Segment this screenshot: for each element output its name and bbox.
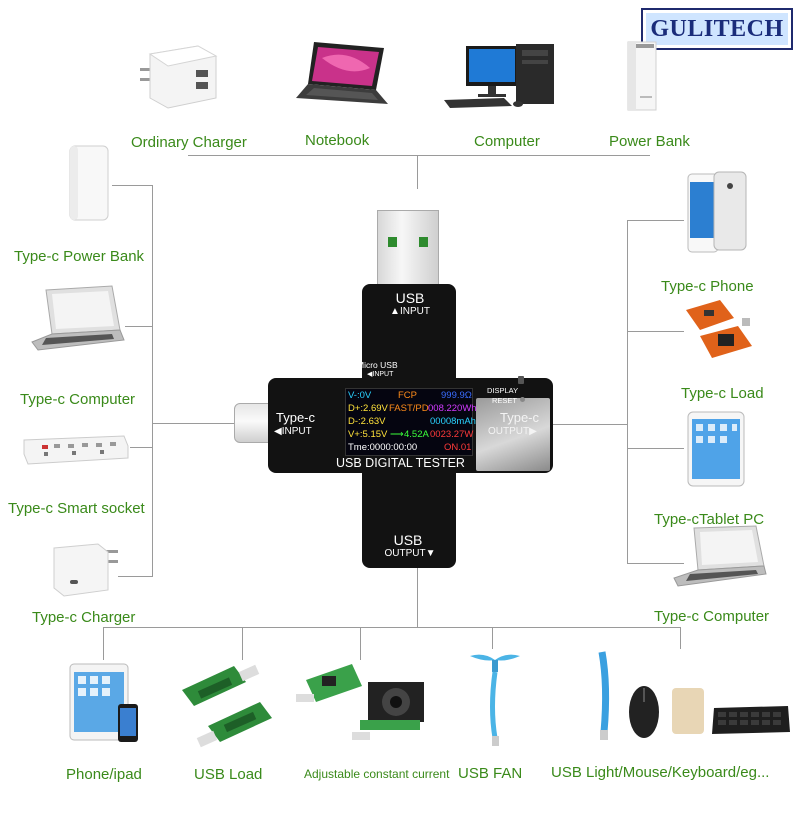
connector-bottom-v bbox=[417, 567, 418, 627]
label-typec-charger: Type-c Charger bbox=[32, 609, 136, 626]
connector-bottom-5 bbox=[680, 627, 681, 649]
typec-computer-left-image bbox=[31, 285, 125, 351]
typec-input-sub: ◀INPUT bbox=[274, 426, 312, 437]
screen-r2-dplus: D+:2.69V bbox=[348, 403, 388, 414]
screen-r5-time: Tme:0000:00:00 bbox=[348, 442, 418, 453]
typec-output-label: Type-c bbox=[500, 410, 540, 425]
label-typec-tablet: Type-cTablet PC bbox=[654, 511, 765, 528]
connector-bottom-1 bbox=[103, 627, 104, 660]
connector-right-to-device bbox=[552, 424, 628, 425]
usb-accessories-image bbox=[598, 651, 790, 740]
brand-text: GULITECH bbox=[650, 15, 784, 42]
typec-output-sub: OUTPUT▶ bbox=[488, 426, 537, 437]
usb-output-sub: OUTPUT▼ bbox=[384, 548, 436, 559]
connector-left-v bbox=[152, 185, 153, 577]
connector-right-a bbox=[627, 220, 684, 221]
connector-left-b bbox=[125, 326, 153, 327]
connector-left-to-device bbox=[152, 423, 234, 424]
usb-a-plug bbox=[377, 210, 439, 286]
typec-load-image bbox=[686, 300, 752, 358]
right-arrow-icon: ▶ bbox=[529, 426, 537, 437]
screen-r1-protocol: FCP bbox=[398, 390, 417, 401]
down-arrow-icon: ▼ bbox=[425, 548, 436, 559]
label-computer: Computer bbox=[474, 133, 540, 150]
tester-title: USB DIGITAL TESTER bbox=[336, 456, 465, 470]
left-arrow-icon: ◀ bbox=[367, 371, 373, 378]
typec-phone-image bbox=[687, 171, 747, 253]
screen-r5-group: ON.01 bbox=[444, 442, 472, 453]
connector-right-b bbox=[627, 331, 684, 332]
power-bank-image bbox=[627, 41, 657, 111]
connector-right-d bbox=[627, 563, 684, 564]
label-typec-computer-right: Type-c Computer bbox=[654, 608, 770, 625]
display-button-label: DISPLAY bbox=[487, 386, 519, 395]
reset-button-label: RESET bbox=[492, 396, 518, 405]
connector-bottom-4 bbox=[492, 627, 493, 649]
connector-left-d bbox=[118, 576, 153, 577]
screen-r4-current: 4.52A bbox=[404, 429, 429, 440]
ordinary-charger-image bbox=[140, 45, 218, 109]
display-button[interactable] bbox=[518, 376, 524, 384]
typec-computer-right-image bbox=[673, 525, 767, 587]
connector-bottom-h bbox=[103, 627, 680, 628]
current-arrow-icon: ⟶ bbox=[390, 429, 404, 440]
usb-plug-contact-right bbox=[419, 237, 428, 247]
usb-fan-image bbox=[470, 654, 520, 746]
brand-logo: GULITECH bbox=[641, 8, 793, 50]
label-typec-power-bank: Type-c Power Bank bbox=[14, 248, 145, 265]
screen-r4-power: 0023.27W bbox=[430, 429, 474, 440]
typec-output-panel bbox=[476, 398, 550, 471]
screen-r3-capacity: 00008mAh bbox=[430, 416, 476, 427]
label-typec-smart-socket: Type-c Smart socket bbox=[8, 500, 145, 517]
micro-usb-label: Micro USB bbox=[357, 360, 398, 370]
label-typec-computer-left: Type-c Computer bbox=[20, 391, 136, 408]
screen-r1-resistance: 999.9Ω bbox=[441, 390, 472, 401]
typec-tablet-image bbox=[687, 411, 745, 487]
micro-usb-sub: ◀INPUT bbox=[367, 371, 394, 378]
connector-right-c bbox=[627, 448, 684, 449]
connector-left-a bbox=[112, 185, 153, 186]
connector-top-h bbox=[188, 155, 650, 156]
usb-plug-contact-left bbox=[388, 237, 397, 247]
connector-left-c bbox=[130, 447, 153, 448]
screen-r2-mode: FAST/PD bbox=[389, 403, 429, 414]
label-phone-ipad: Phone/ipad bbox=[66, 766, 142, 783]
label-adjustable-current: Adjustable constant current bbox=[304, 767, 450, 781]
typec-power-bank-image bbox=[69, 145, 109, 221]
adjustable-current-image bbox=[296, 664, 424, 740]
typec-plug-left bbox=[234, 403, 274, 443]
screen-r3-dminus: D-:2.63V bbox=[348, 416, 386, 427]
connector-bottom-2 bbox=[242, 627, 243, 660]
label-usb-load: USB Load bbox=[194, 766, 263, 783]
reset-button[interactable] bbox=[520, 397, 525, 402]
usb-input-sub: ▲INPUT bbox=[390, 306, 430, 317]
connector-right-v bbox=[627, 220, 628, 564]
label-typec-phone: Type-c Phone bbox=[661, 278, 754, 295]
phone-ipad-image bbox=[69, 663, 138, 742]
screen-r2-energy: 008.220Wh bbox=[428, 403, 477, 414]
label-usb-fan: USB FAN bbox=[458, 765, 523, 782]
connector-top-v bbox=[417, 155, 418, 189]
label-usb-light: USB Light/Mouse/Keyboard/eg... bbox=[551, 764, 770, 781]
label-notebook: Notebook bbox=[305, 132, 370, 149]
usb-input-port-label: USB bbox=[395, 290, 425, 306]
typec-charger-image bbox=[53, 543, 118, 597]
screen-r4-arrow: ⟶ bbox=[390, 429, 404, 440]
label-ordinary-charger: Ordinary Charger bbox=[131, 134, 247, 151]
notebook-image bbox=[296, 42, 388, 104]
computer-image bbox=[444, 44, 554, 108]
label-typec-load: Type-c Load bbox=[681, 385, 764, 402]
typec-input-label: Type-c bbox=[276, 410, 316, 425]
usb-load-image bbox=[182, 664, 272, 748]
screen-r1-voltage: V-:0V bbox=[348, 390, 372, 401]
up-arrow-icon: ▲ bbox=[390, 306, 400, 317]
left-arrow-icon: ◀ bbox=[274, 426, 282, 437]
connector-bottom-3 bbox=[360, 627, 361, 660]
usb-output-port-label: USB bbox=[393, 532, 423, 548]
lcd-screen: V-:0V FCP 999.9Ω D+:2.69V FAST/PD 008.22… bbox=[345, 388, 477, 456]
screen-r4-vplus: V+:5.15V bbox=[348, 429, 388, 440]
label-power-bank: Power Bank bbox=[609, 133, 690, 150]
typec-smart-socket-image bbox=[23, 435, 129, 465]
